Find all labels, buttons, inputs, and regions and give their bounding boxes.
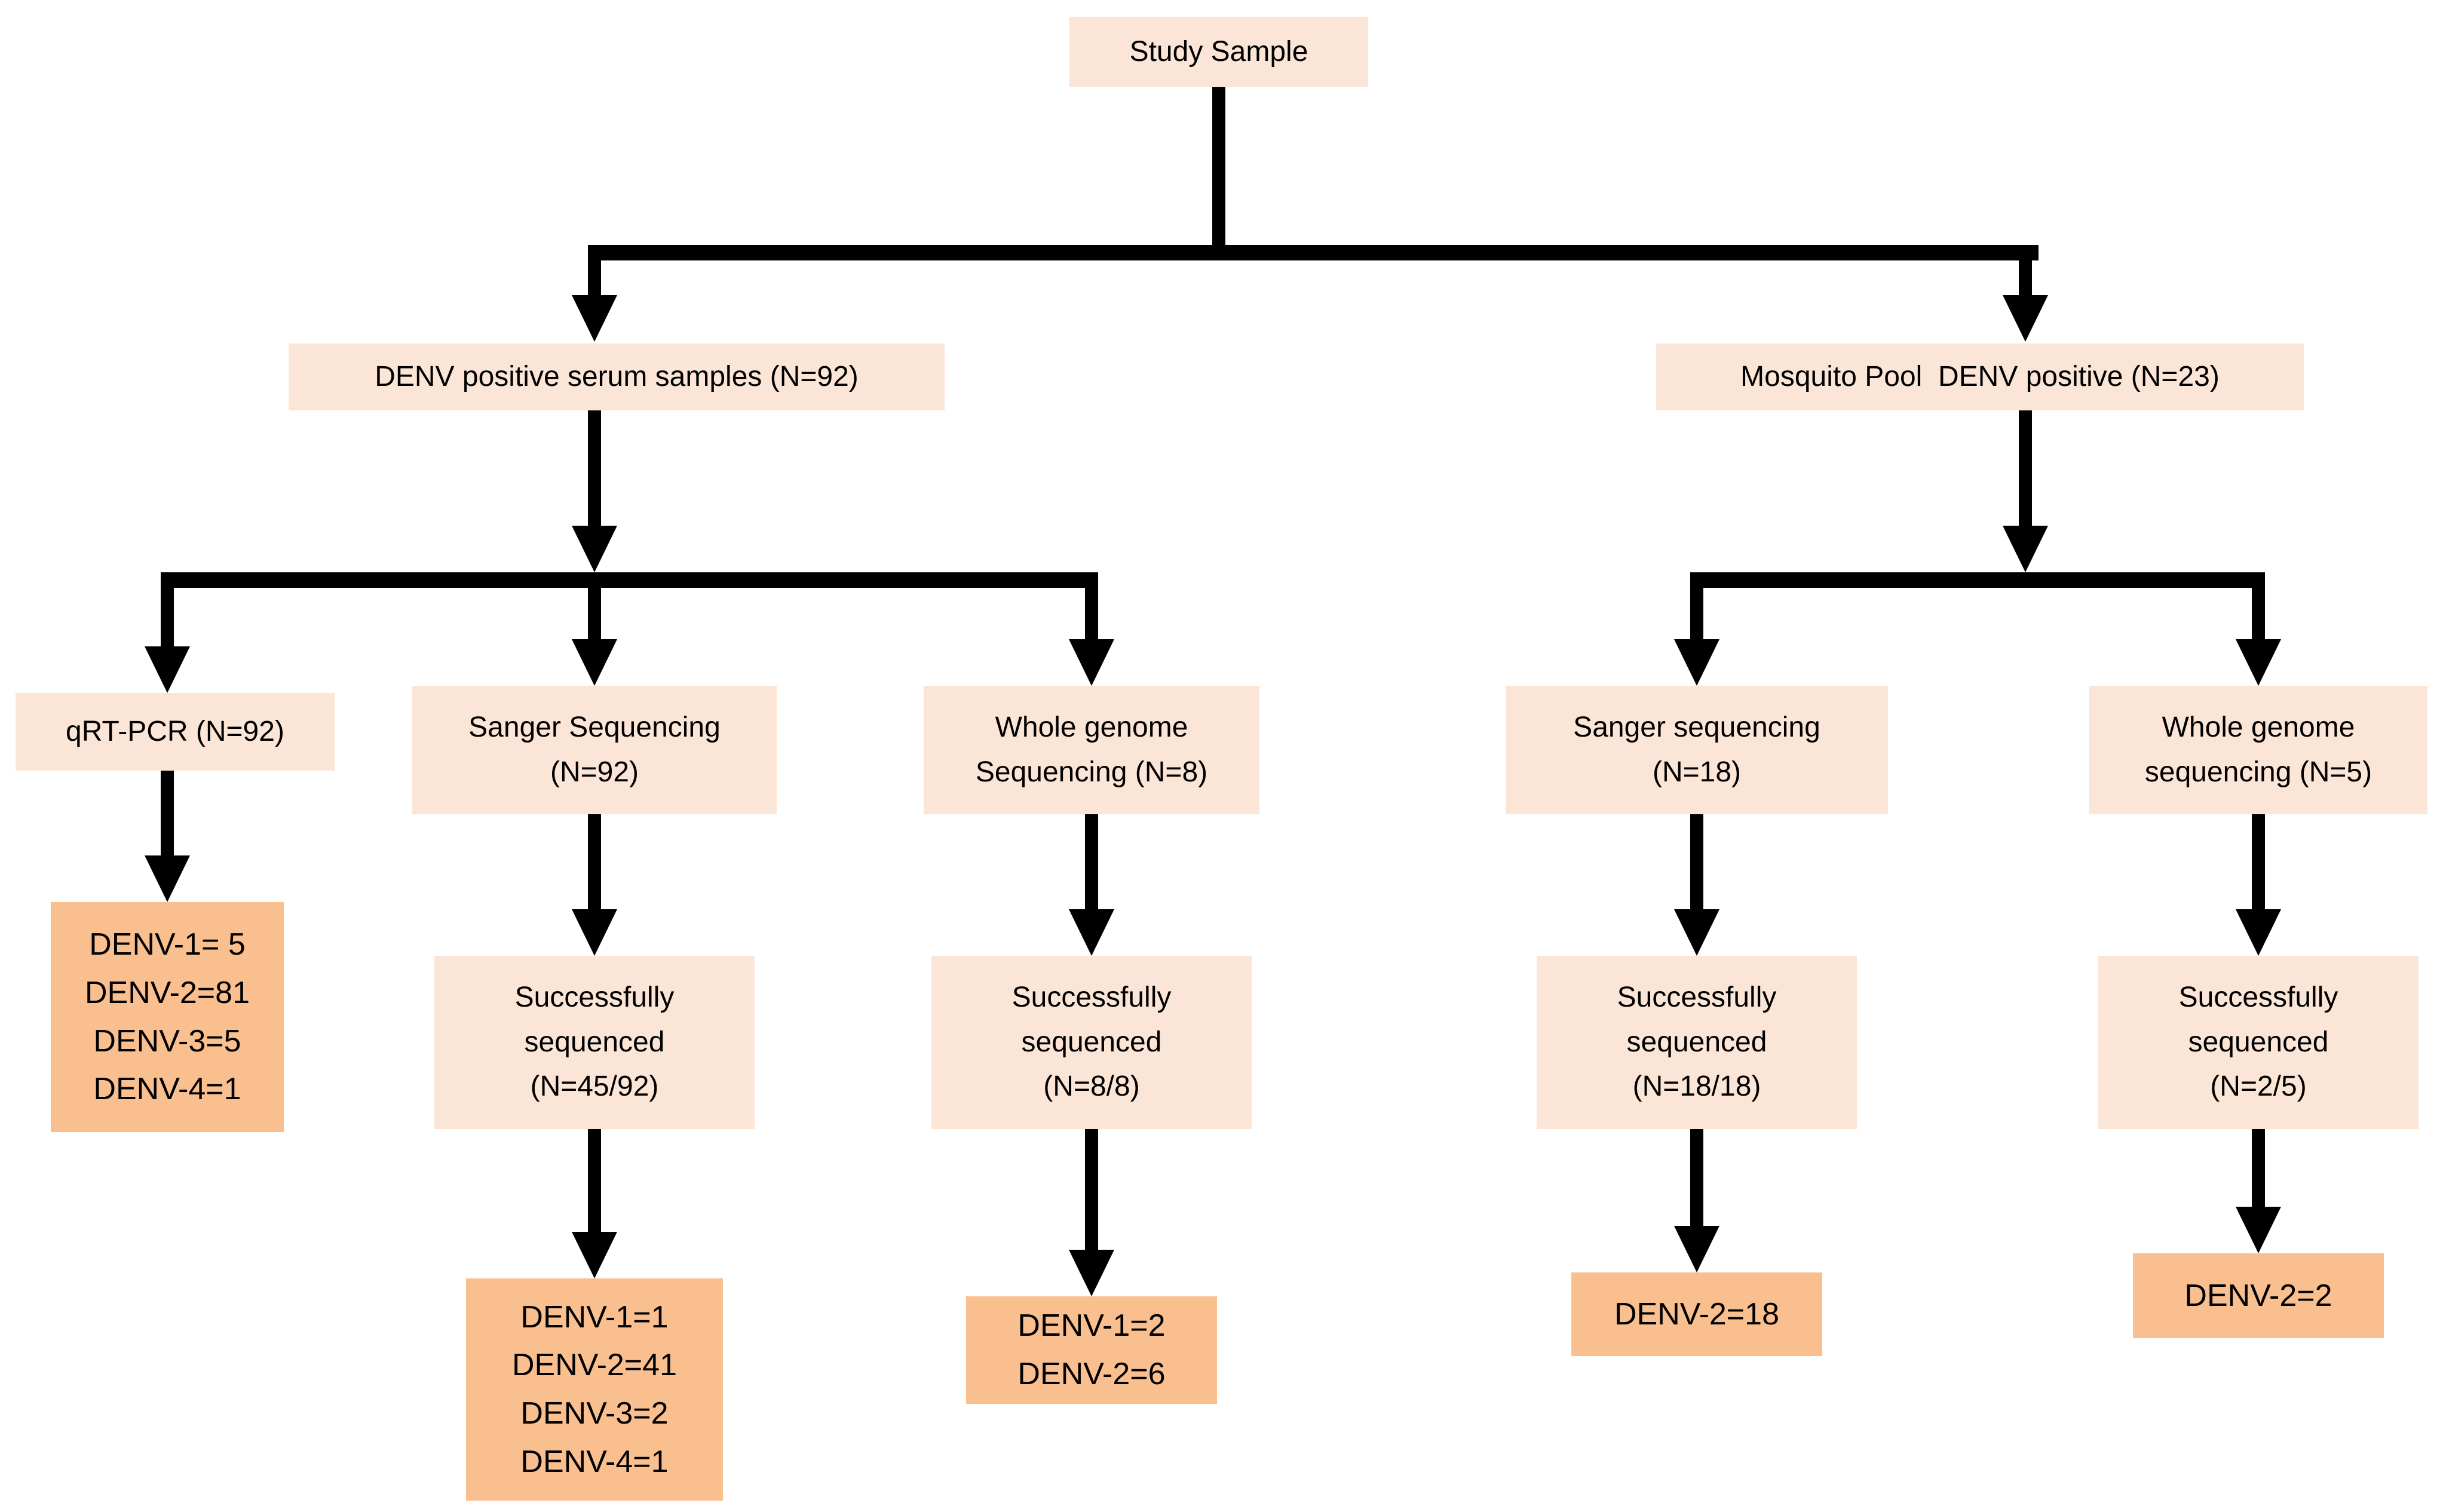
node-sanger-serum-serotype-results: DENV-1=1 DENV-2=41 DENV-3=2 DENV-4=1: [466, 1278, 723, 1501]
arrow-wgs-mosquito-result-shaft: [2252, 1129, 2265, 1209]
arrowhead-to-serum-icon: [572, 295, 617, 342]
arrow-qrtpcr-result-shaft: [161, 771, 174, 857]
arrow-mosquito-down-shaft: [2019, 410, 2032, 530]
connector-drop-wgs-mosquito-shaft: [2252, 572, 2265, 644]
connector-top-distributor: [588, 245, 2039, 260]
connector-drop-sanger-mosquito-shaft: [1690, 572, 1703, 644]
connector-drop-qrtpcr-shaft: [161, 572, 174, 650]
arrow-wgs-mosquito-seq-shaft: [2252, 814, 2265, 911]
arrow-sanger-serum-result-shaft: [588, 1129, 601, 1234]
node-mosquito-pool-denv-positive: Mosquito Pool DENV positive (N=23): [1656, 344, 2304, 410]
arrowhead-to-qrtpcr-icon: [145, 646, 190, 693]
node-sanger-mosquito-serotype-results: DENV-2=18: [1571, 1272, 1822, 1356]
arrow-sanger-serum-result-head-icon: [572, 1232, 617, 1278]
node-wgs-mosquito-serotype-results: DENV-2=2: [2133, 1253, 2384, 1338]
arrow-sanger-mosquito-result-head-icon: [1674, 1226, 1719, 1272]
node-successfully-sequenced-wgs-serum: Successfully sequenced (N=8/8): [931, 956, 1252, 1129]
node-qrt-pcr: qRT-PCR (N=92): [16, 693, 335, 771]
connector-drop-sanger-serum-shaft: [588, 572, 601, 644]
connector-mosquito-distributor: [1690, 572, 2265, 588]
node-successfully-sequenced-wgs-mosquito: Successfully sequenced (N=2/5): [2098, 956, 2418, 1129]
arrow-wgs-serum-seq-head-icon: [1069, 909, 1114, 956]
arrow-serum-down-head-icon: [572, 526, 617, 572]
arrowhead-to-mosquito-icon: [2003, 295, 2048, 342]
connector-drop-serum-shaft: [588, 245, 601, 299]
connector-drop-mosquito-shaft: [2019, 245, 2032, 299]
connector-drop-wgs-serum-shaft: [1085, 572, 1098, 644]
arrowhead-to-sanger-serum-icon: [572, 639, 617, 686]
arrowhead-to-wgs-serum-icon: [1069, 639, 1114, 686]
arrow-wgs-mosquito-result-head-icon: [2236, 1207, 2281, 1253]
node-successfully-sequenced-sanger-mosquito: Successfully sequenced (N=18/18): [1537, 956, 1857, 1129]
arrow-wgs-serum-result-shaft: [1085, 1129, 1098, 1252]
arrow-sanger-mosquito-seq-head-icon: [1674, 909, 1719, 956]
arrow-sanger-mosquito-result-shaft: [1690, 1129, 1703, 1228]
arrowhead-to-wgs-mosquito-icon: [2236, 639, 2281, 686]
node-whole-genome-sequencing-mosquito: Whole genome sequencing (N=5): [2089, 686, 2427, 814]
arrowhead-to-sanger-mosquito-icon: [1674, 639, 1719, 686]
arrow-qrtpcr-result-head-icon: [145, 855, 190, 902]
node-sanger-sequencing-mosquito: Sanger sequencing (N=18): [1506, 686, 1888, 814]
node-whole-genome-sequencing-serum: Whole genome Sequencing (N=8): [924, 686, 1259, 814]
connector-serum-distributor: [161, 572, 1098, 588]
arrow-sanger-mosquito-seq-shaft: [1690, 814, 1703, 911]
node-study-sample: Study Sample: [1069, 17, 1368, 87]
arrow-mosquito-down-head-icon: [2003, 526, 2048, 572]
arrow-sanger-serum-seq-shaft: [588, 814, 601, 911]
node-successfully-sequenced-sanger-serum: Successfully sequenced (N=45/92): [434, 956, 755, 1129]
node-wgs-serum-serotype-results: DENV-1=2 DENV-2=6: [966, 1296, 1217, 1404]
node-denv-positive-serum-samples: DENV positive serum samples (N=92): [289, 344, 945, 410]
node-qrt-pcr-serotype-results: DENV-1= 5 DENV-2=81 DENV-3=5 DENV-4=1: [51, 902, 284, 1132]
arrow-wgs-serum-seq-shaft: [1085, 814, 1098, 911]
arrow-wgs-mosquito-seq-head-icon: [2236, 909, 2281, 956]
arrow-serum-down-shaft: [588, 410, 601, 530]
arrow-wgs-serum-result-head-icon: [1069, 1250, 1114, 1296]
node-sanger-sequencing-serum: Sanger Sequencing (N=92): [412, 686, 777, 814]
arrow-sanger-serum-seq-head-icon: [572, 909, 617, 956]
connector-root-stub: [1212, 87, 1225, 260]
